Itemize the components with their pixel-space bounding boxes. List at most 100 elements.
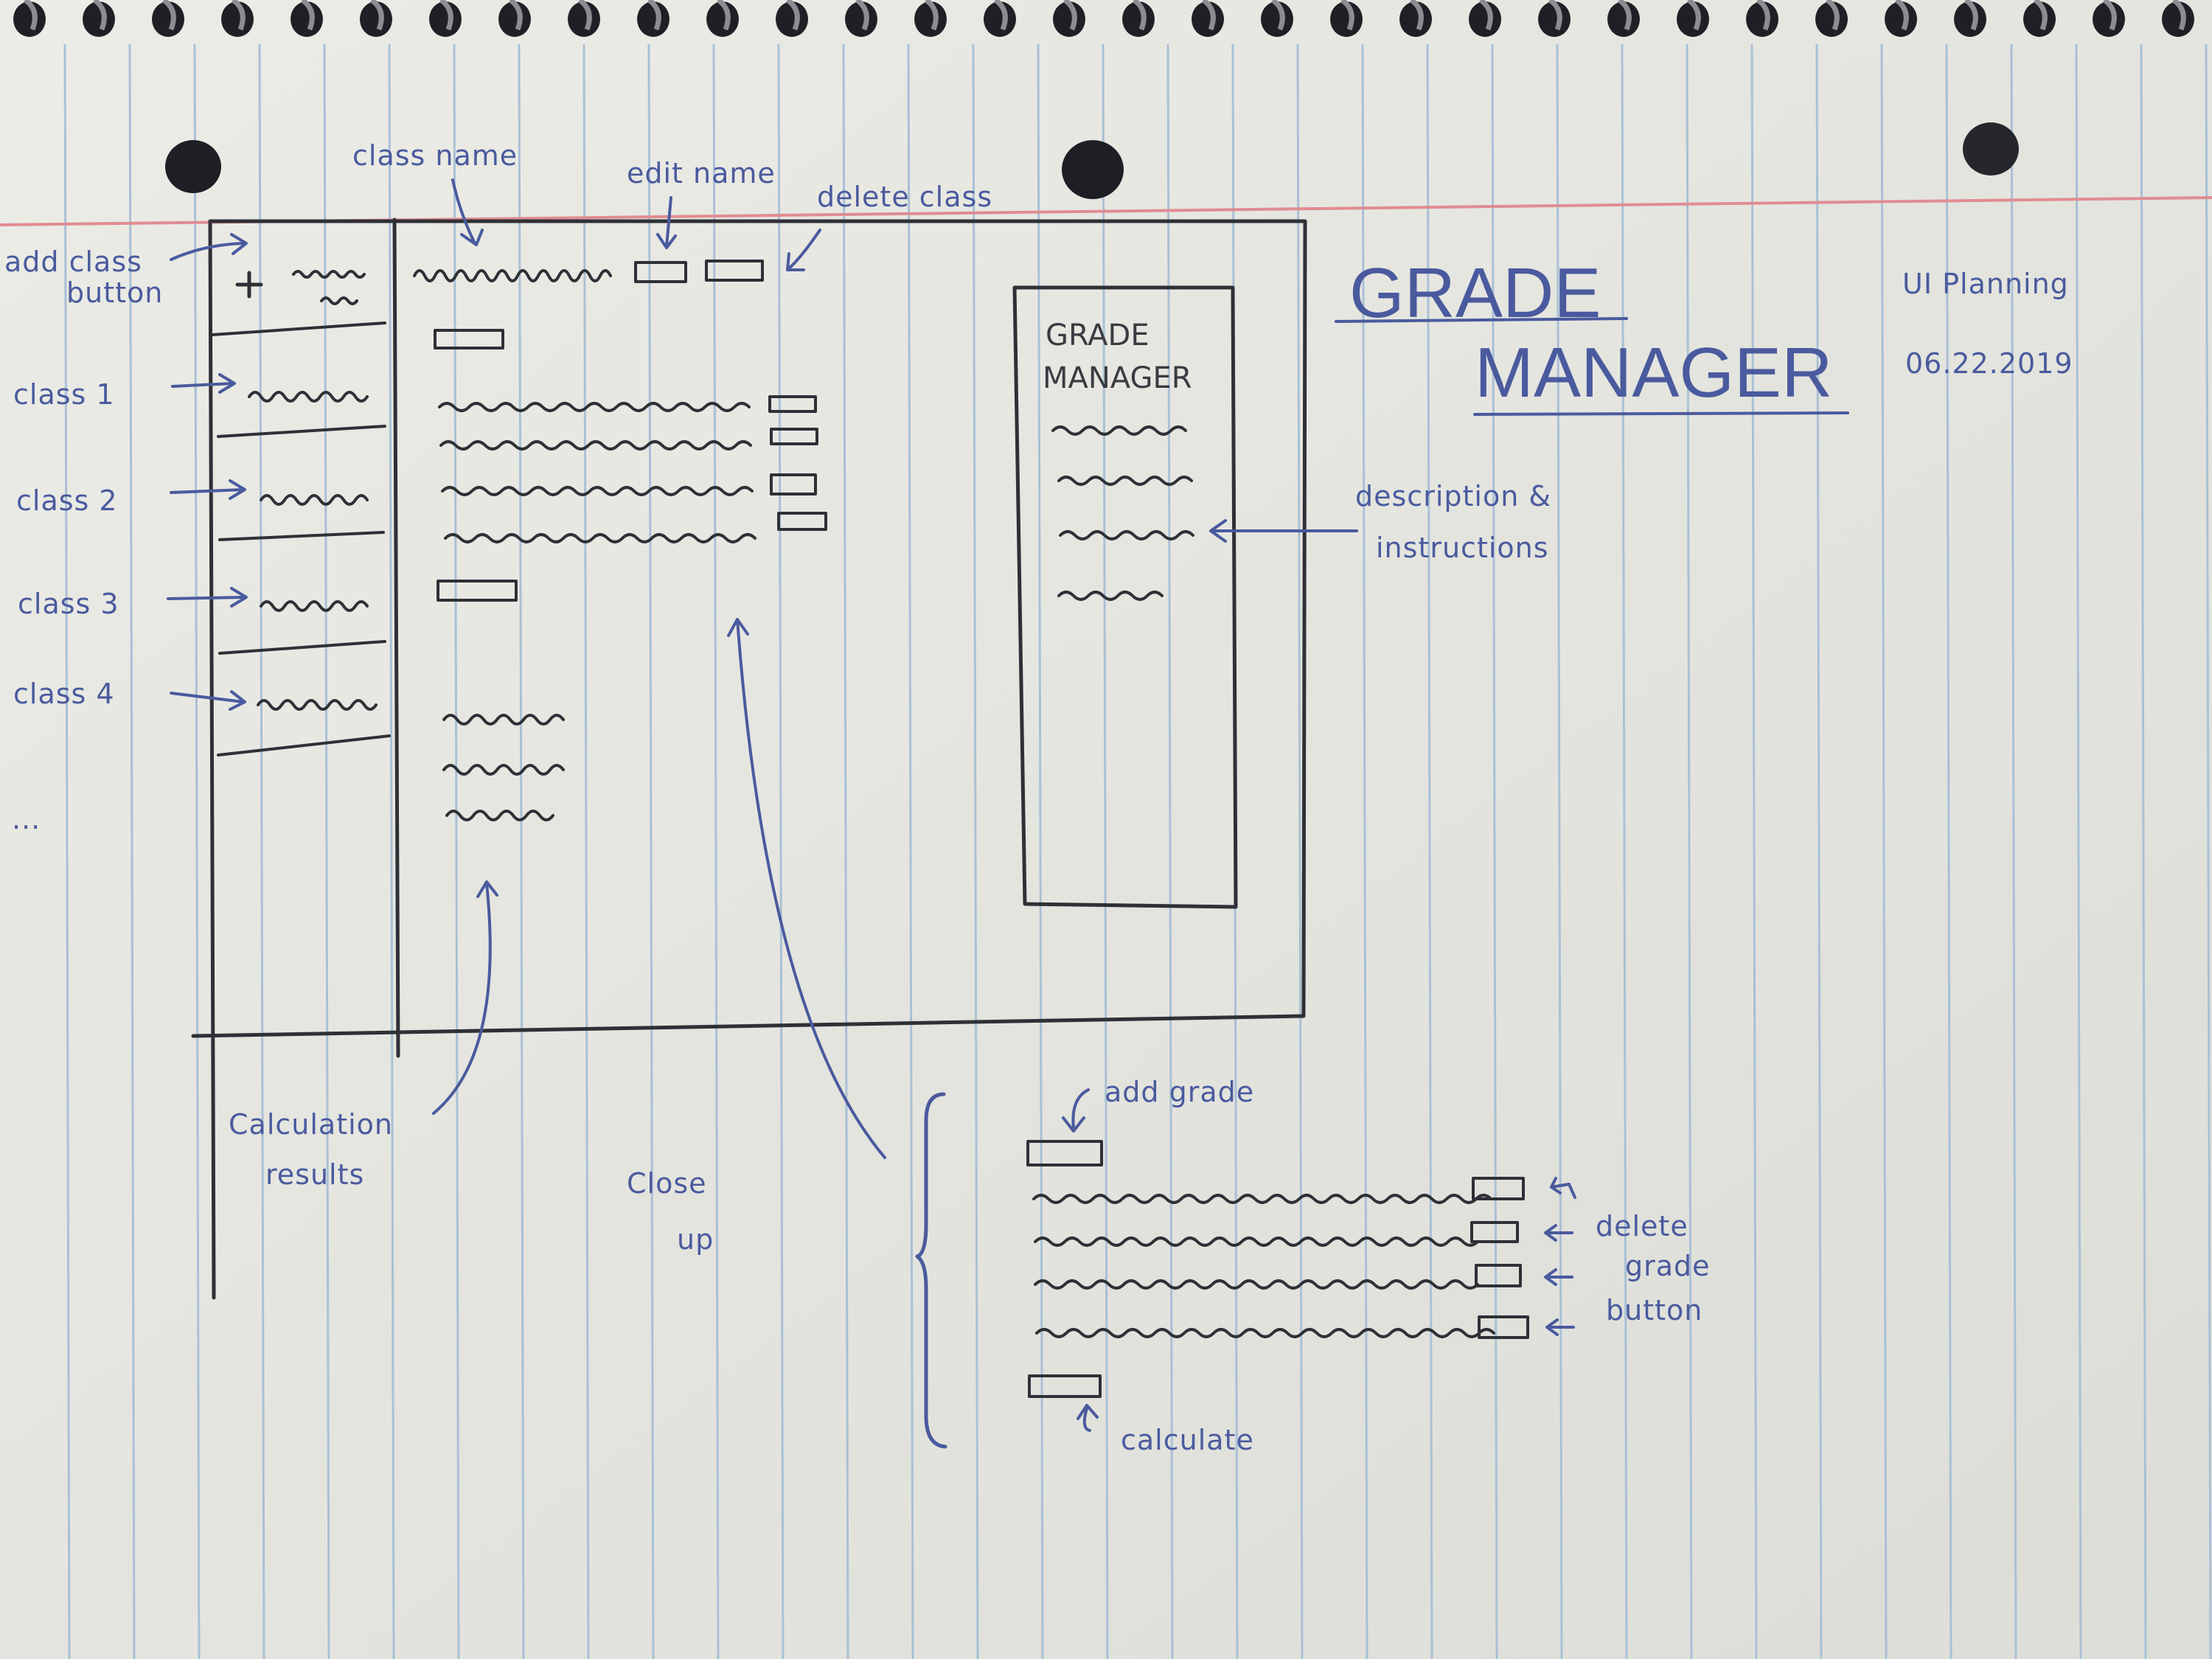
rule-line <box>842 44 849 1659</box>
delete-grade-button[interactable] <box>768 395 817 413</box>
sidebar-right-edge <box>392 218 400 1058</box>
rule-line <box>1815 44 1823 1659</box>
spiral-hole <box>2162 1 2194 37</box>
label-description-1: description & <box>1355 480 1551 512</box>
rule-line <box>2205 44 2212 1659</box>
label-calculation-2: results <box>265 1158 364 1191</box>
spiral-hole <box>914 1 947 37</box>
rule-line <box>193 44 201 1659</box>
rule-line <box>2140 44 2147 1659</box>
spiral-hole <box>1399 1 1432 37</box>
divider <box>211 321 386 336</box>
spiral-wire <box>1548 0 1562 31</box>
label-add-class-2: button <box>66 276 163 309</box>
closeup-delete-grade-button[interactable] <box>1478 1315 1529 1339</box>
spiral-wire <box>2102 0 2117 31</box>
divider <box>217 734 391 757</box>
rule-line <box>777 44 785 1659</box>
closeup-calculate-button[interactable] <box>1028 1374 1102 1398</box>
label-class-1: class 1 <box>13 378 115 411</box>
delete-grade-button[interactable] <box>770 428 818 445</box>
subtitle-note: UI Planning <box>1902 268 2069 300</box>
spiral-hole <box>776 1 808 37</box>
punch-hole <box>1062 140 1124 199</box>
calculation-results <box>442 714 565 821</box>
rule-line <box>1621 44 1628 1659</box>
closeup-delete-grade-button[interactable] <box>1475 1264 1522 1287</box>
add-class-row[interactable] <box>235 270 366 305</box>
rule-line <box>1686 44 1693 1659</box>
class-item-4[interactable] <box>257 699 378 711</box>
description-scribble <box>1057 591 1164 601</box>
arrow <box>170 233 248 261</box>
class-item-2[interactable] <box>260 494 369 506</box>
grade-row-scribble <box>441 486 754 496</box>
spiral-hole <box>845 1 877 37</box>
spiral-wire <box>716 0 731 31</box>
spiral-hole <box>568 1 600 37</box>
rule-line <box>647 44 655 1659</box>
rule-line <box>63 44 71 1659</box>
add-grade-button[interactable] <box>434 329 504 349</box>
spiral-hole <box>1885 1 1917 37</box>
rule-line <box>1037 44 1044 1659</box>
title-underline <box>1473 411 1849 416</box>
closeup-delete-grade-button[interactable] <box>1470 1221 1519 1243</box>
rule-line <box>2010 44 2017 1659</box>
spiral-wire <box>300 0 315 31</box>
grade-row-scribble <box>444 533 757 543</box>
calculate-button[interactable] <box>437 580 518 602</box>
rule-line <box>323 44 330 1659</box>
spiral-hole <box>1469 1 1501 37</box>
delete-grade-button[interactable] <box>770 473 817 495</box>
spiral-hole <box>360 1 392 37</box>
spiral-hole <box>706 1 739 37</box>
arrow <box>167 587 248 608</box>
arrow <box>1544 1268 1573 1286</box>
spiral-hole <box>2023 1 2056 37</box>
spiral-wire <box>785 0 800 31</box>
label-edit-name: edit name <box>627 157 776 189</box>
sidebar-left-edge <box>208 219 216 1300</box>
spiral-hole <box>83 1 115 37</box>
spiral-wire <box>1756 0 1770 31</box>
delete-class-button[interactable] <box>705 260 764 282</box>
spiral-hole <box>498 1 531 37</box>
spiral-hole <box>152 1 184 37</box>
closeup-grade-row <box>1032 1194 1492 1204</box>
info-panel-title-1: GRADE <box>1046 319 1150 352</box>
spiral-wire <box>993 0 1008 31</box>
rule-line <box>388 44 395 1659</box>
closeup-add-grade-button[interactable] <box>1026 1140 1103 1166</box>
plus-icon[interactable] <box>235 271 263 299</box>
arrow <box>1550 1177 1576 1199</box>
spiral-wire <box>1340 0 1354 31</box>
spiral-hole <box>1053 1 1085 37</box>
description-scribble <box>1051 425 1187 436</box>
grade-row-scribble <box>439 440 752 451</box>
spiral-hole <box>1746 1 1778 37</box>
spiral-wire <box>1686 0 1701 31</box>
label-class-name: class name <box>352 139 518 172</box>
label-close-up-2: up <box>677 1223 714 1256</box>
class-list <box>217 391 391 757</box>
spiral-hole <box>637 1 669 37</box>
spiral-hole <box>1261 1 1293 37</box>
class-item-1[interactable] <box>248 391 369 403</box>
spiral-wire <box>2171 0 2186 31</box>
delete-grade-button[interactable] <box>777 512 827 531</box>
class-item-3[interactable] <box>260 600 369 612</box>
date-note: 06.22.2019 <box>1905 347 2073 380</box>
spiral-hole <box>1122 1 1155 37</box>
rule-line <box>1296 44 1304 1659</box>
spiral-wire <box>161 0 176 31</box>
rule-line <box>1750 44 1758 1659</box>
brace <box>915 1092 947 1449</box>
arrow <box>432 880 498 1115</box>
ruled-lines <box>63 44 2212 1659</box>
edit-name-button[interactable] <box>634 261 687 283</box>
closeup-grade-row <box>1035 1328 1495 1338</box>
label-delete-grade-1: delete <box>1596 1210 1688 1242</box>
closeup-delete-grade-button[interactable] <box>1472 1177 1525 1200</box>
